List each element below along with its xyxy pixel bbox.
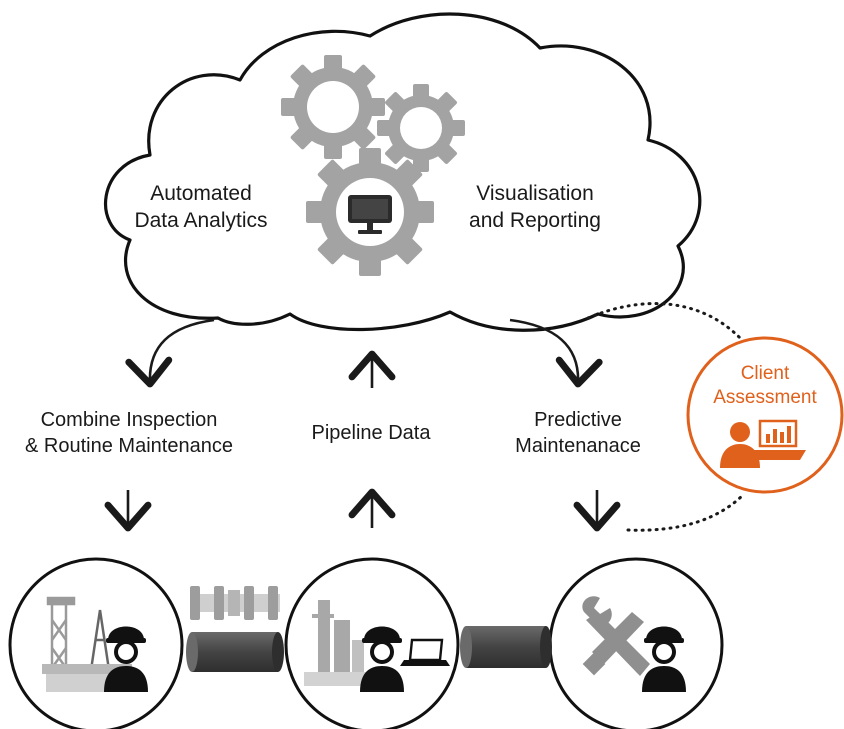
tools-icon	[582, 596, 650, 676]
dotted-connector-bottom	[626, 492, 746, 532]
monitor-gear-icon	[306, 148, 434, 276]
predictive-maintenance-label: Predictive Maintenanace	[515, 409, 641, 457]
worker-icon	[104, 626, 148, 692]
dotted-connector-top	[586, 302, 744, 342]
pipeline-data-label: Pipeline Data	[311, 422, 431, 444]
pipe-valve-icon	[190, 586, 280, 620]
client-assessment-label: Client Assessment	[713, 363, 817, 408]
inspection-label: Combine Inspection & Routine Maintenance	[25, 409, 233, 457]
refinery-icon	[304, 600, 374, 686]
worker-icon	[642, 626, 686, 692]
arrow-cloud-to-inspection	[125, 318, 215, 388]
worker-icon	[360, 626, 404, 692]
laptop-icon	[400, 638, 450, 666]
site-circle-maintenance	[548, 557, 724, 729]
gear-icon	[281, 55, 385, 159]
person-with-chart-icon	[720, 419, 806, 468]
pipe-segment-icon	[186, 632, 284, 672]
cloud-right-label: Visualisation and Reporting	[469, 182, 601, 233]
gear-icon	[377, 84, 465, 172]
cloud-left-label: Automated Data Analytics	[134, 182, 268, 233]
arrow-cloud-to-predictive	[509, 318, 603, 388]
pipe-segment-icon	[460, 626, 552, 668]
